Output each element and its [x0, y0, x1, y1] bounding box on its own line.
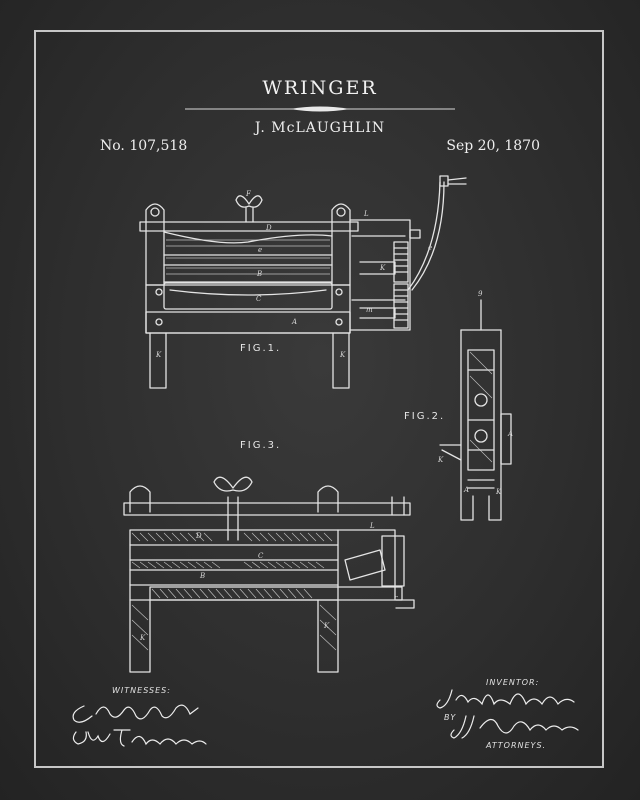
svg-text:A: A	[463, 486, 469, 494]
svg-text:K: K	[437, 456, 444, 464]
by-label: BY	[444, 713, 457, 722]
fig3-label: FIG.3.	[240, 440, 282, 451]
inventor-label: INVENTOR:	[486, 678, 540, 687]
svg-text:K: K	[155, 351, 162, 359]
svg-text:D: D	[195, 532, 202, 540]
svg-text:e: e	[258, 246, 262, 254]
fig2-label: FIG.2.	[404, 411, 446, 422]
patent-number: No. 107,518	[100, 138, 188, 154]
svg-text:m: m	[366, 306, 373, 314]
svg-text:K: K	[323, 622, 330, 630]
svg-text:L: L	[369, 522, 375, 530]
patent-date: Sep 20, 1870	[446, 138, 540, 154]
svg-text:r: r	[394, 594, 398, 602]
svg-text:9: 9	[478, 290, 483, 298]
svg-text:F: F	[245, 190, 252, 198]
witnesses-label: WITNESSES:	[112, 686, 171, 695]
svg-text:K: K	[379, 264, 386, 272]
svg-text:C: C	[256, 295, 262, 303]
svg-text:A: A	[507, 430, 513, 438]
title-divider	[185, 106, 455, 112]
svg-text:K: K	[339, 351, 346, 359]
border-frame	[34, 30, 604, 768]
fig1-label: FIG.1.	[240, 343, 282, 354]
svg-text:K: K	[139, 634, 146, 642]
attorneys-label: ATTORNEYS.	[486, 741, 547, 750]
fig1-wringer-front-view	[139, 175, 467, 389]
svg-text:A: A	[291, 318, 297, 326]
patent-title: WRINGER	[262, 77, 378, 99]
svg-text:B: B	[199, 572, 205, 580]
svg-text:C: C	[258, 552, 264, 560]
inventor-name: J. McLAUGHLIN	[254, 120, 386, 136]
svg-text:L: L	[363, 210, 369, 218]
svg-text:D: D	[265, 224, 272, 232]
fig3-sectional-view	[123, 476, 415, 673]
svg-text:B: B	[256, 270, 262, 278]
svg-text:K: K	[495, 488, 502, 496]
fig2-side-section	[439, 299, 512, 521]
svg-text:e: e	[428, 244, 432, 252]
